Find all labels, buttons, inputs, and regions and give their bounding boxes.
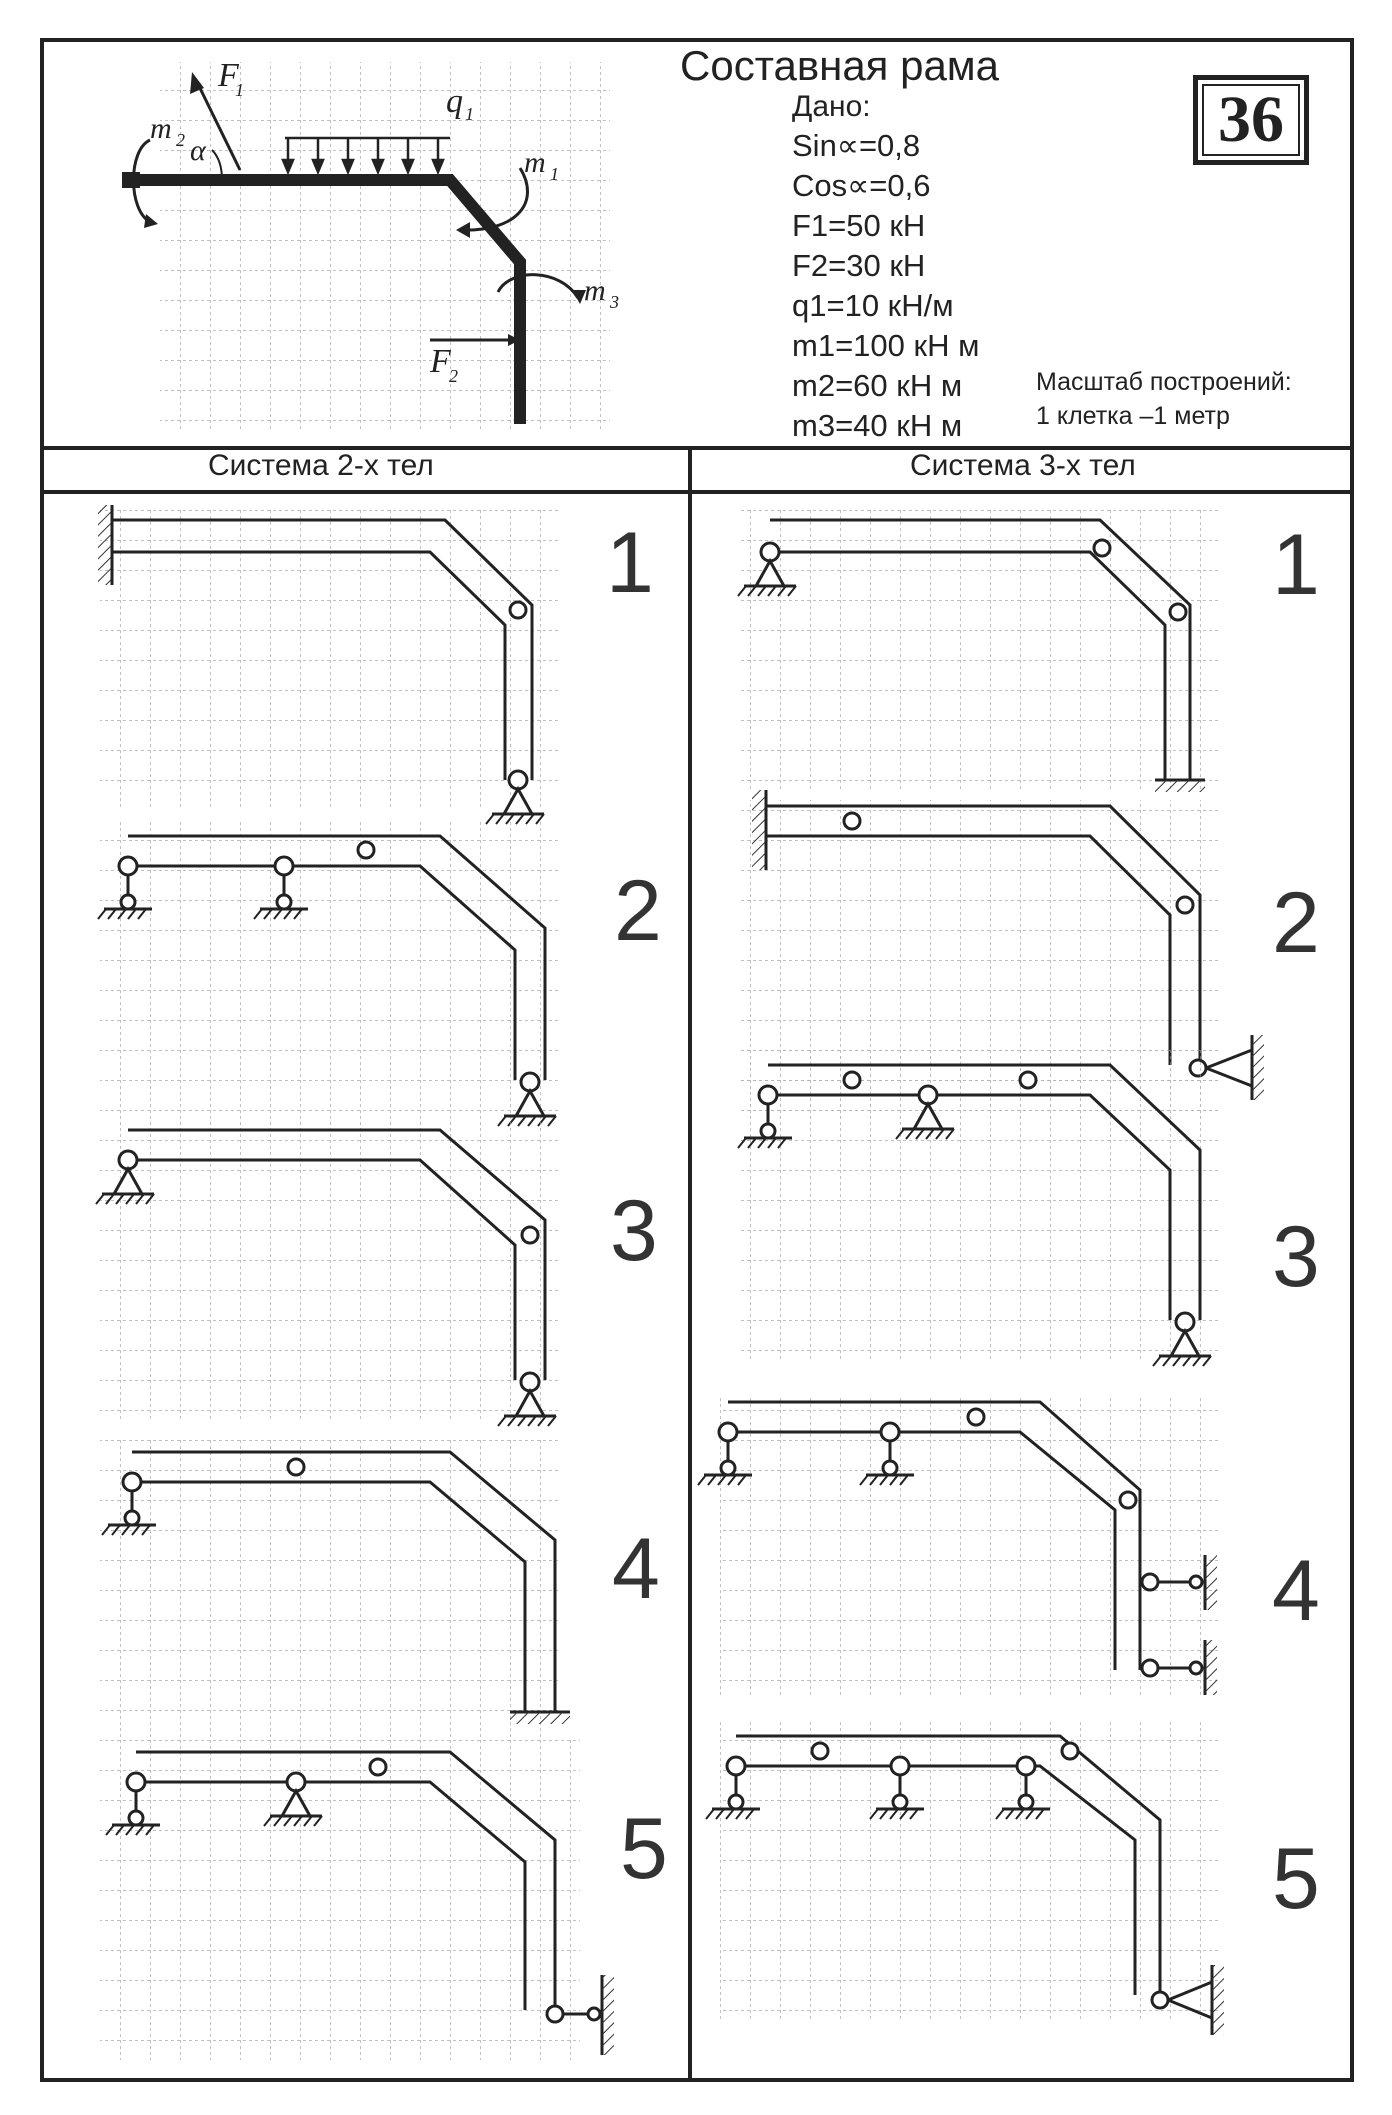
left-variant-2 (96, 820, 560, 1130)
main-scheme (122, 62, 610, 432)
variant-right-4: 4 (1272, 1543, 1320, 1639)
given-label: Дано: (792, 90, 871, 123)
svg-text:1: 1 (235, 80, 244, 100)
variant-left-1: 1 (606, 515, 654, 611)
svg-text:2: 2 (176, 130, 185, 150)
sheet-title: Составная рама (680, 42, 1000, 89)
given-m2: m2=60 кН м (792, 368, 963, 403)
right-column-header: Система 3-х тел (910, 449, 1136, 482)
svg-text:1: 1 (550, 164, 559, 184)
right-variant-3 (736, 1050, 1220, 1368)
variant-badge-number: 36 (1202, 83, 1300, 156)
variant-left-2: 2 (614, 863, 662, 959)
svg-text:q: q (446, 83, 463, 120)
scale-line-2: 1 клетка –1 метр (1036, 402, 1230, 430)
sheet-border (40, 38, 1354, 2082)
variant-badge: 36 (1193, 75, 1309, 165)
given-f1: F1=50 кН (792, 208, 926, 243)
left-variant-1 (98, 505, 560, 826)
right-variant-4 (696, 1395, 1220, 1695)
svg-text:3: 3 (609, 292, 619, 312)
variant-left-3: 3 (610, 1183, 658, 1279)
variant-right-1: 1 (1272, 517, 1320, 613)
given-m1: m1=100 кН м (792, 328, 980, 363)
left-column-header: Система 2-х тел (208, 449, 434, 482)
given-f2: F2=30 кН (792, 248, 926, 283)
variant-left-4: 4 (612, 1521, 660, 1617)
left-variant-4 (100, 1440, 570, 1740)
given-cos: Cos∝=0,6 (792, 168, 931, 203)
main-scheme-labels: F 1 q 1 m 1 m 2 m 3 F 2 α (150, 57, 619, 386)
variant-right-5: 5 (1272, 1831, 1320, 1927)
svg-text:α: α (190, 134, 207, 167)
svg-text:2: 2 (449, 366, 458, 386)
right-variant-5 (704, 1720, 1224, 2035)
scale-line-1: Масштаб построений: (1036, 368, 1292, 396)
given-q1: q1=10 кН/м (792, 288, 954, 323)
right-variant-1 (736, 510, 1220, 792)
left-variant-5 (100, 1740, 614, 2060)
svg-text:m: m (150, 112, 172, 145)
variant-left-5: 5 (620, 1801, 668, 1897)
variant-right-2: 2 (1272, 875, 1320, 971)
svg-text:m: m (584, 274, 606, 307)
left-variant-3 (94, 1120, 560, 1428)
given-m3: m3=40 кН м (792, 408, 963, 443)
given-sin: Sin∝=0,8 (792, 128, 921, 163)
svg-text:m: m (524, 146, 546, 179)
svg-text:1: 1 (465, 104, 474, 124)
svg-text:F: F (217, 57, 240, 94)
svg-text:F: F (429, 343, 452, 380)
variant-right-3: 3 (1272, 1209, 1320, 1305)
